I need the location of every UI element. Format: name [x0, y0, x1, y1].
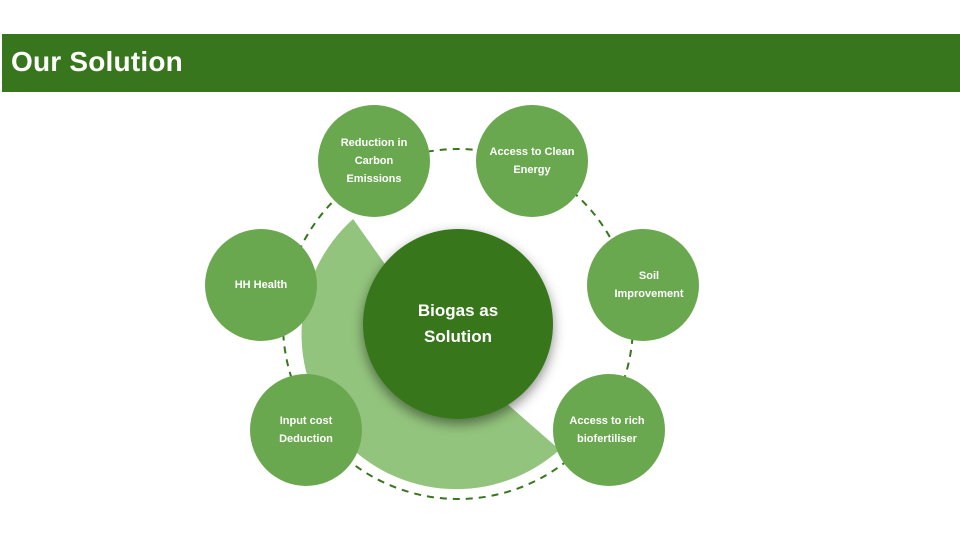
- node-circle-soil-improvement: [587, 229, 699, 341]
- node-circle-input-cost: [250, 374, 362, 486]
- center-circle: [363, 229, 553, 419]
- arc-band: [301, 219, 560, 490]
- node-label-input-cost: Input cost Deduction: [279, 415, 333, 445]
- node-label-clean-energy: Access to Clean Energy: [489, 146, 575, 176]
- node-label-carbon-emissions: Reduction in Carbon Emissions: [340, 137, 408, 185]
- node-circle-hh-health: [205, 229, 317, 341]
- center-label: Biogas as Solution: [417, 301, 499, 346]
- node-circle-clean-energy: [476, 105, 588, 217]
- node-circle-carbon-emissions: [318, 105, 430, 217]
- node-circle-biofertiliser: [553, 374, 665, 486]
- node-label-biofertiliser: Access to rich biofertiliser: [569, 415, 645, 445]
- node-label-hh-health: HH Health: [234, 279, 288, 291]
- title-bar: Our Solution: [2, 34, 960, 92]
- slide-title: Our Solution: [11, 46, 183, 77]
- node-label-soil-improvement: Soil Improvement: [614, 270, 684, 300]
